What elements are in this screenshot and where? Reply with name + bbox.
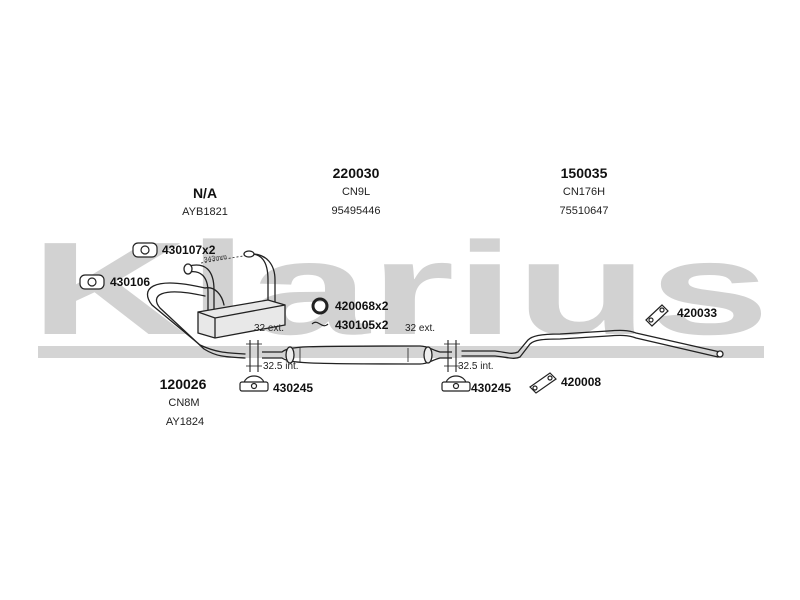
gasket-single-icon — [79, 274, 105, 290]
rear-section-part-number: 150035 — [560, 165, 608, 181]
ring-icon — [311, 297, 329, 315]
watermark-underline — [38, 346, 764, 358]
watermark-logo: Klarius — [30, 215, 770, 362]
gasket-pair-label: 430107x2 — [162, 243, 216, 257]
spring-icon — [311, 321, 329, 327]
rear-section-code-1: CN176H — [562, 186, 606, 198]
front-pipe-code-1: CN8M — [168, 397, 200, 409]
watermark-text: Klarius — [30, 215, 770, 362]
rear-ext-note: 32 ext. — [405, 323, 436, 334]
rear-joint — [444, 340, 460, 372]
ring-label: 420068x2 — [335, 299, 389, 313]
front-int-note: 32.5 int. — [263, 361, 299, 372]
exhaust-manifold: 343mm — [183, 250, 286, 339]
hanger-rear-icon — [645, 304, 669, 327]
clamp-front-label: 430245 — [273, 381, 314, 395]
centre-silencer — [262, 345, 452, 365]
hanger-mid-label: 420008 — [561, 375, 602, 389]
front-pipe-code-2: AY1824 — [165, 416, 205, 428]
front-ext-note: 32 ext. — [254, 323, 285, 334]
centre-silencer-code-2: 95495446 — [331, 205, 381, 217]
gasket-pair-icon — [132, 242, 158, 258]
gasket-single-label: 430106 — [110, 275, 151, 289]
rear-section — [461, 329, 724, 359]
hanger-rear-label: 420033 — [677, 306, 718, 320]
spring-label: 430105x2 — [335, 318, 389, 332]
rear-section-code-2: 75510647 — [559, 205, 609, 217]
centre-silencer-part-number: 220030 — [332, 165, 380, 181]
rear-int-note: 32.5 int. — [458, 361, 494, 372]
front-joint — [246, 340, 262, 372]
manifold-code: AYB1821 — [182, 206, 228, 218]
hanger-mid-icon — [529, 372, 557, 394]
clamp-rear-label: 430245 — [471, 381, 512, 395]
clamp-front-icon — [239, 375, 269, 392]
centre-silencer-code-1: CN9L — [341, 186, 371, 198]
length-note: 343mm — [203, 254, 227, 264]
clamp-rear-icon — [441, 375, 471, 392]
manifold-part-number: N/A — [192, 185, 218, 201]
front-pipe-part-number: 120026 — [159, 376, 207, 392]
